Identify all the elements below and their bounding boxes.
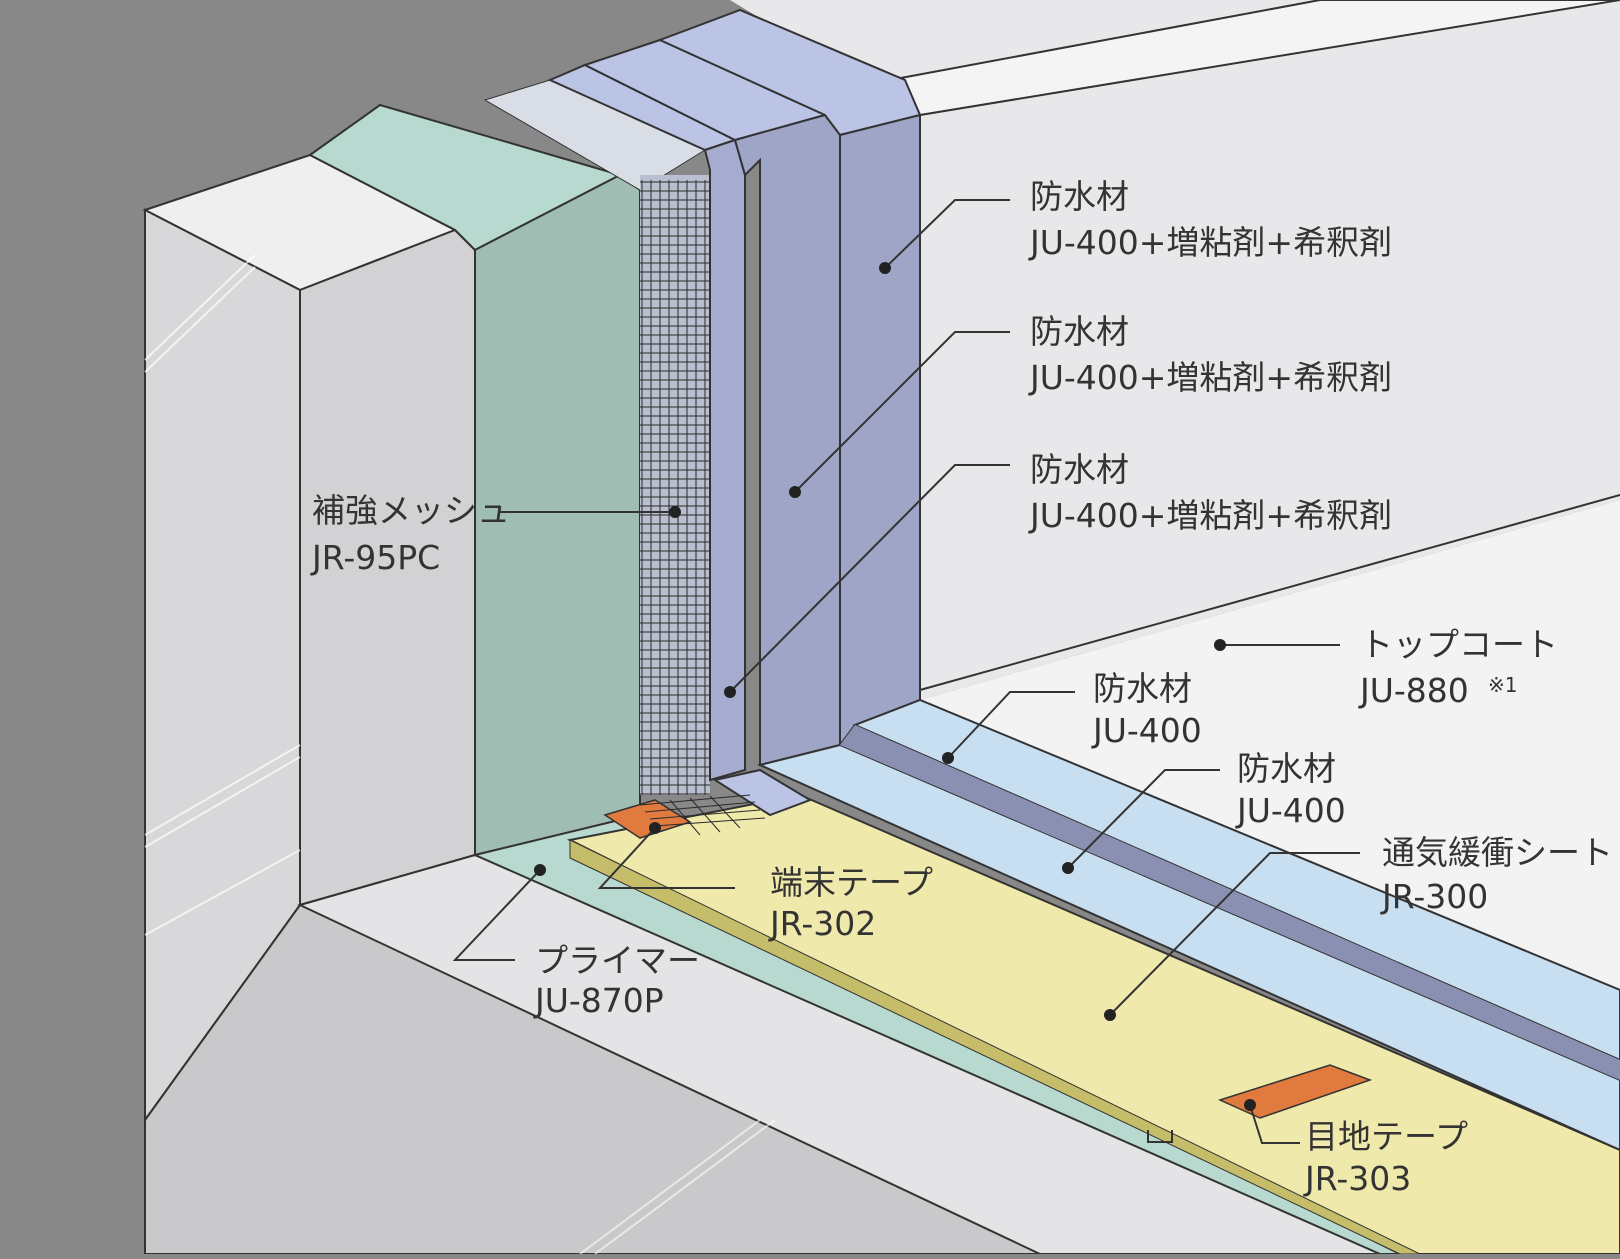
top-coat-floor: [920, 500, 1620, 1000]
label-end-tape: 端末テープ JR-302: [768, 863, 933, 943]
label-floor-coat-1: 防水材 JU-400: [1235, 749, 1346, 830]
label-floor-coat-2: 防水材 JU-400: [1091, 669, 1202, 750]
back-wall: [730, 0, 1620, 700]
label-line1: 防水材: [1030, 450, 1129, 489]
leader-lines: [452, 199, 1360, 1144]
label-line1: プライマー: [535, 941, 700, 980]
label-line2: JU-400+増粘剤+希釈剤: [1028, 358, 1392, 397]
top-coat-edge: [919, 494, 1620, 691]
label-line2: JU-400+増粘剤+希釈剤: [1028, 223, 1392, 262]
joint-tape: [1217, 1064, 1373, 1119]
label-line2: JR-300: [1380, 877, 1488, 916]
label-line1: 防水材: [1030, 177, 1129, 216]
label-line1: 防水材: [1093, 669, 1192, 708]
wall-coat-3: [839, 113, 921, 748]
label-note: ※1: [1488, 673, 1517, 697]
label-line1: 通気緩衝シート: [1382, 833, 1613, 872]
concrete-hatching: [144, 254, 301, 936]
label-line2: JU-400+増粘剤+希釈剤: [1028, 496, 1392, 535]
label-primer: プライマー JU-870P: [533, 941, 700, 1020]
floor-coat-divider: [840, 725, 1620, 1080]
label-line1: 補強メッシュ: [312, 491, 510, 530]
floor-coat-2: [852, 698, 1620, 1062]
label-line2: JU-870P: [533, 981, 664, 1020]
label-line2: JR-302: [768, 904, 876, 943]
label-line1: 防水材: [1237, 749, 1336, 788]
mesh-grid: [640, 180, 710, 795]
label-joint-tape: 目地テープ JR-303: [1303, 1117, 1468, 1198]
label-line2: JR-95PC: [310, 538, 440, 577]
base-step: [712, 768, 813, 817]
floor-hatching: [579, 1119, 776, 1255]
label-line2: JR-303: [1303, 1159, 1411, 1198]
label-line1: 端末テープ: [770, 863, 933, 902]
label-line2: JU-880: [1358, 671, 1469, 710]
label-line1: 防水材: [1030, 312, 1129, 351]
label-line1: 目地テープ: [1305, 1117, 1468, 1156]
label-ventilation-sheet: 通気緩衝シート JR-300: [1380, 833, 1613, 916]
label-wall-coat-3: 防水材 JU-400+増粘剤+希釈剤: [1028, 177, 1392, 262]
label-line2: JU-400: [1235, 791, 1346, 830]
end-tape-mesh: [639, 794, 766, 836]
label-wall-coat-1: 防水材 JU-400+増粘剤+希釈剤: [1028, 450, 1392, 535]
label-top-coat: トップコート JU-880 ※1: [1358, 625, 1558, 710]
leader-dots: [534, 262, 1256, 1111]
label-line2: JU-400: [1091, 711, 1202, 750]
mesh-strip: [640, 175, 710, 795]
label-reinforcement-mesh: 補強メッシュ JR-95PC: [310, 491, 510, 577]
label-line1: トップコート: [1360, 625, 1558, 664]
floor-coat-1: [756, 743, 1620, 1152]
label-wall-coat-2: 防水材 JU-400+増粘剤+希釈剤: [1028, 312, 1392, 397]
sheet-joint: [1147, 1130, 1173, 1143]
